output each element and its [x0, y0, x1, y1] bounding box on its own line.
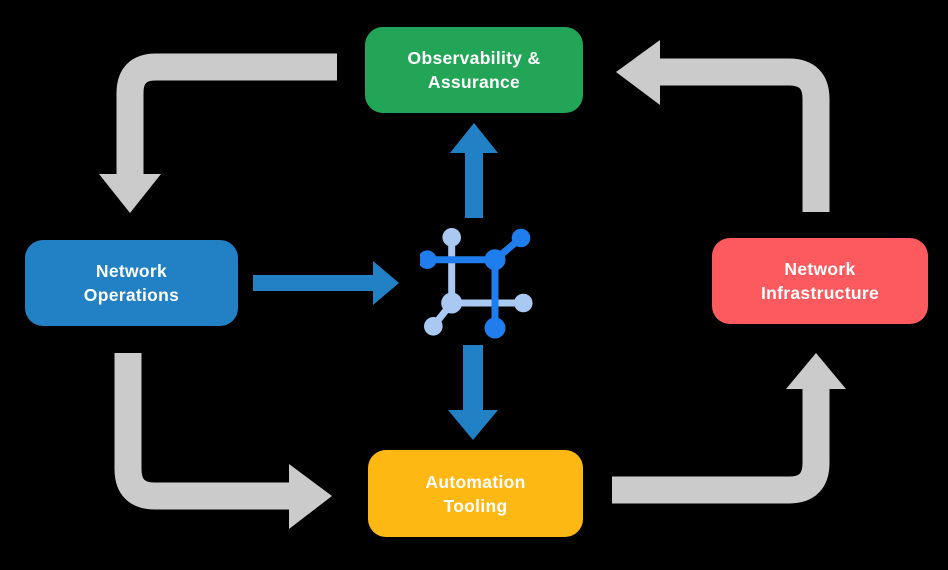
arrow-green-to-blue-head — [99, 174, 161, 213]
arrow-blue-to-yellow-shaft — [114, 353, 289, 510]
node-network-operations: Network Operations — [25, 240, 238, 326]
arrow-operations-to-center — [253, 261, 399, 305]
gray-arrow-heads — [99, 40, 846, 529]
mesh-light-dots — [424, 228, 533, 336]
arrow-blue-to-yellow-head — [289, 464, 332, 529]
node-network-infrastructure: Network Infrastructure — [712, 238, 928, 324]
mesh-dot — [442, 228, 461, 247]
node-label-line: Operations — [83, 285, 180, 305]
arrow-center-to-observability — [450, 123, 498, 218]
mesh-dot — [514, 293, 533, 313]
blue-arrows — [253, 123, 498, 440]
arrow-red-to-green-head — [616, 40, 660, 105]
arrow-yellow-to-red-head — [786, 353, 846, 389]
node-label-line: Infrastructure — [761, 283, 879, 303]
arrow-red-to-green-shaft — [660, 58, 830, 212]
node-label-line: Assurance — [427, 72, 521, 92]
arrow-center-to-automation — [448, 345, 498, 440]
node-automation-tooling: Automation Tooling — [368, 450, 583, 537]
mesh-dark-dots — [420, 228, 531, 339]
network-mesh-icon — [420, 228, 533, 339]
node-label-line: Tooling — [443, 495, 508, 516]
node-label-line: Network — [784, 259, 856, 279]
node-label-line: Observability & — [407, 48, 541, 68]
node-observability-assurance: Observability & Assurance — [365, 27, 583, 113]
mesh-dot — [484, 317, 506, 339]
node-label-line: Network — [95, 261, 168, 281]
gray-arrow-shafts — [114, 53, 830, 510]
node-label-line: Automation — [425, 471, 526, 492]
mesh-node — [484, 249, 506, 271]
mesh-dot — [511, 228, 531, 248]
mesh-node — [441, 292, 463, 314]
arrow-green-to-blue-shaft — [116, 53, 337, 175]
mesh-dot — [420, 250, 437, 269]
mesh-dot — [424, 317, 443, 336]
arrow-yellow-to-red-shaft — [612, 388, 830, 504]
